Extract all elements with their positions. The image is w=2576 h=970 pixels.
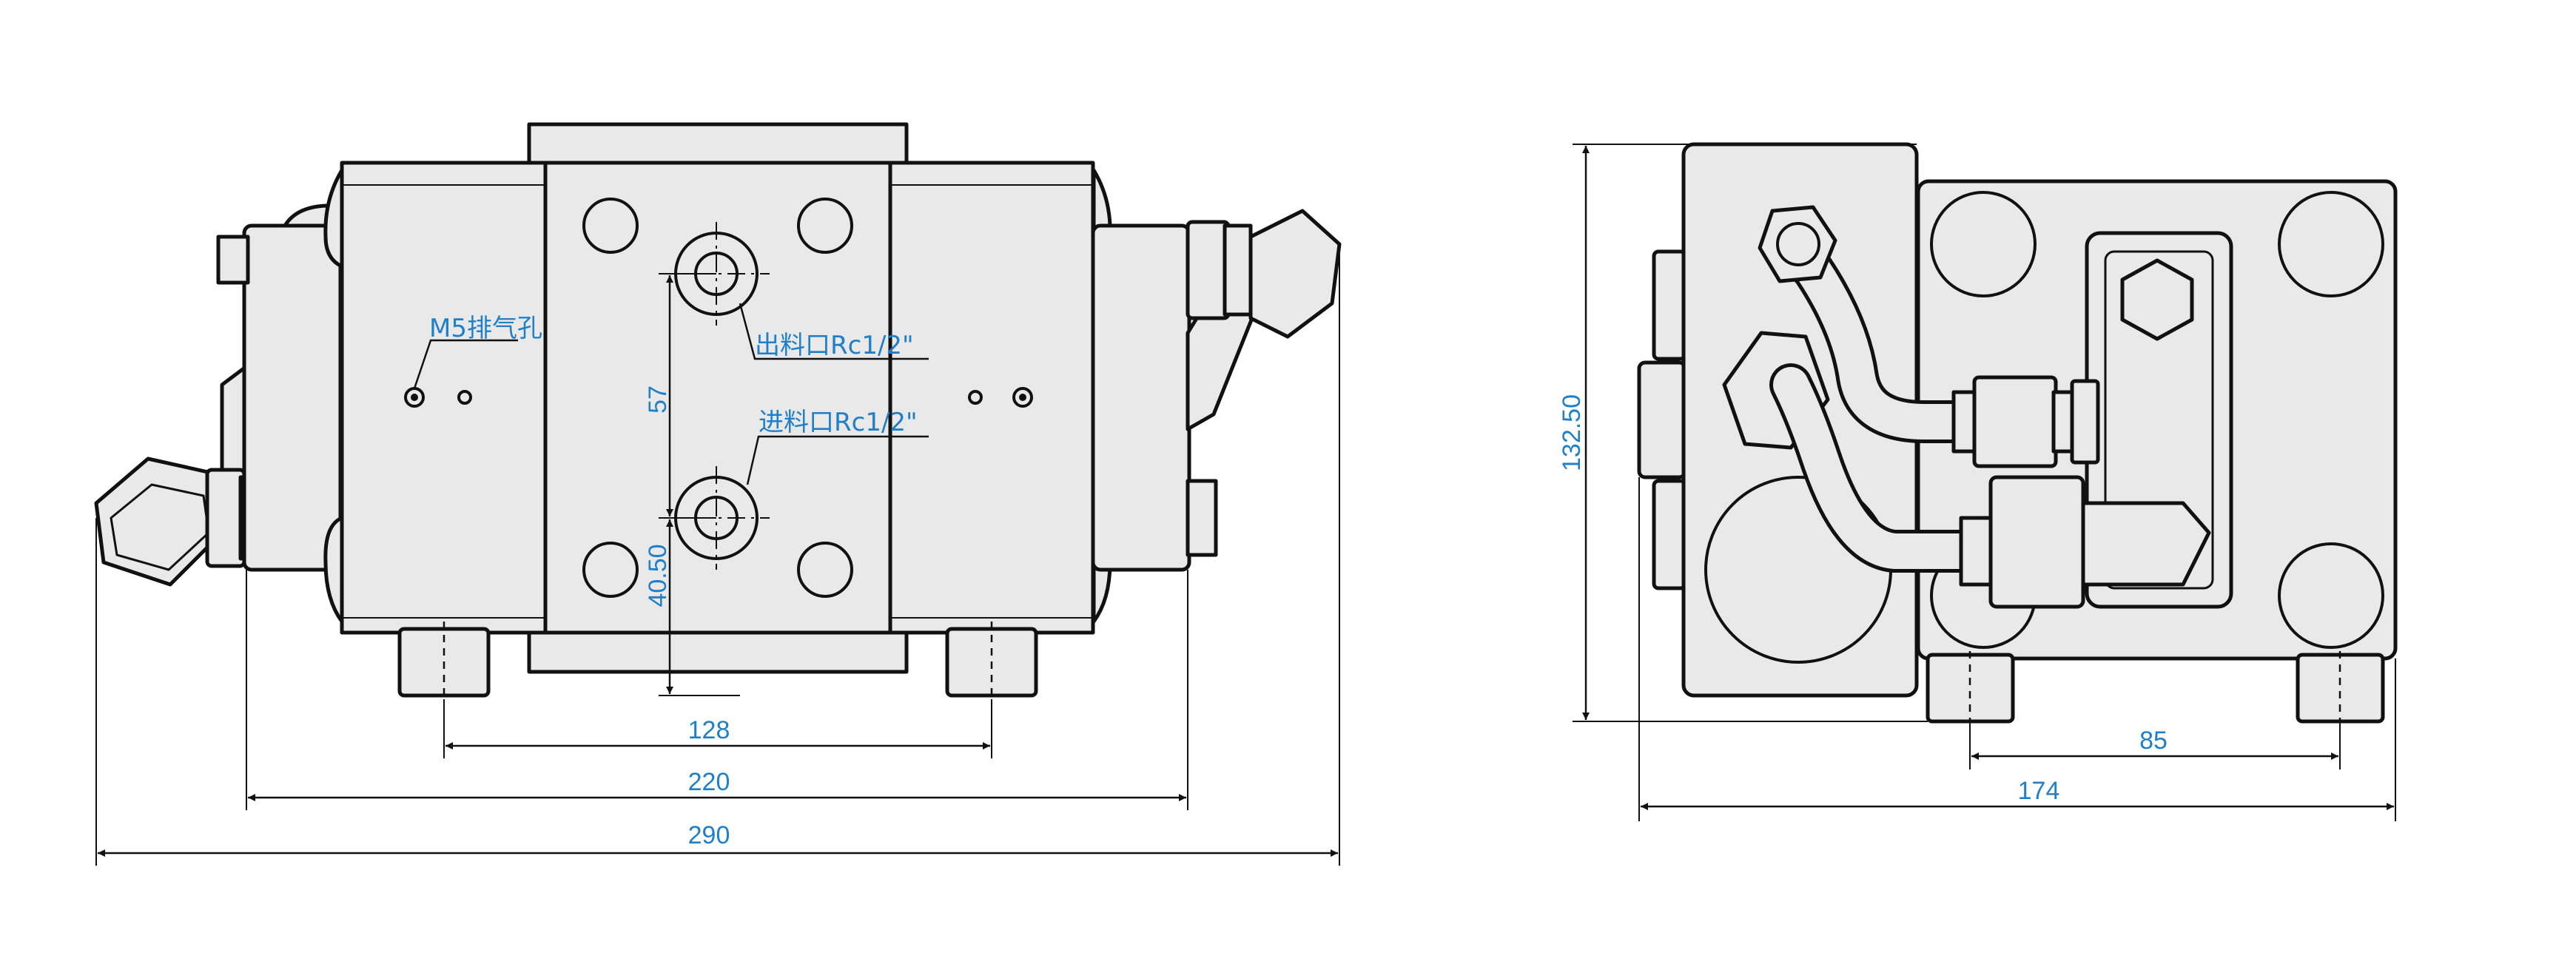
side-tab-lower xyxy=(1652,479,1687,590)
rear-mount-br xyxy=(2278,542,2384,649)
vent-leader xyxy=(413,339,518,389)
left-section xyxy=(340,161,548,635)
dim-text-40-50: 40.50 xyxy=(644,544,672,607)
side-tab-upper xyxy=(1652,249,1687,361)
front-view: M5排气孔 出料口Rc1/2" 进料口Rc1/2" 57 40.50 128 2… xyxy=(94,122,1342,866)
lower-pipe xyxy=(1769,363,2211,609)
upper-pipe xyxy=(1758,205,2100,468)
right-nub xyxy=(1186,479,1218,557)
upper-coupling xyxy=(1972,375,2058,468)
right-vent-hole xyxy=(1012,387,1033,408)
inlet-leader xyxy=(746,435,929,485)
rear-mount-tr xyxy=(2278,191,2384,297)
dim-text-220: 220 xyxy=(688,768,730,796)
right-small-hole xyxy=(968,390,983,405)
inlet-label: 进料口Rc1/2" xyxy=(759,408,918,437)
vent-label: M5排气孔 xyxy=(429,314,542,343)
bolt-hole-br xyxy=(797,542,853,598)
dim-text-57: 57 xyxy=(644,385,672,414)
left-lower-round xyxy=(323,516,344,624)
bolt-hole-bl xyxy=(582,542,639,598)
left-side-plate xyxy=(242,223,343,572)
left-upper-round xyxy=(323,168,344,269)
dim-text-290: 290 xyxy=(688,821,730,849)
outlet-label: 出料口Rc1/2" xyxy=(755,331,914,360)
left-nub xyxy=(216,235,250,285)
dim-text-174: 174 xyxy=(2018,777,2060,805)
bolt-hole-tl xyxy=(582,198,639,254)
side-tab-middle xyxy=(1637,360,1687,479)
right-hex-fitting xyxy=(1186,209,1342,431)
rear-mount-tl xyxy=(1930,191,2037,297)
outlet-leader xyxy=(739,303,929,360)
dim-text-132-50: 132.50 xyxy=(1558,394,1586,471)
bolt-hole-tr xyxy=(797,198,853,254)
lower-elbow xyxy=(2081,501,2211,587)
lower-coupling xyxy=(1988,475,2085,609)
right-section xyxy=(888,161,1095,635)
left-small-hole xyxy=(457,390,472,405)
dim-text-85: 85 xyxy=(2139,727,2168,755)
window-hex-plug xyxy=(2120,258,2194,341)
side-view: 132.50 85 174 xyxy=(1558,142,2398,821)
left-vent-hole xyxy=(404,387,425,408)
right-side-plate xyxy=(1091,223,1191,572)
dim-text-128: 128 xyxy=(688,716,730,744)
